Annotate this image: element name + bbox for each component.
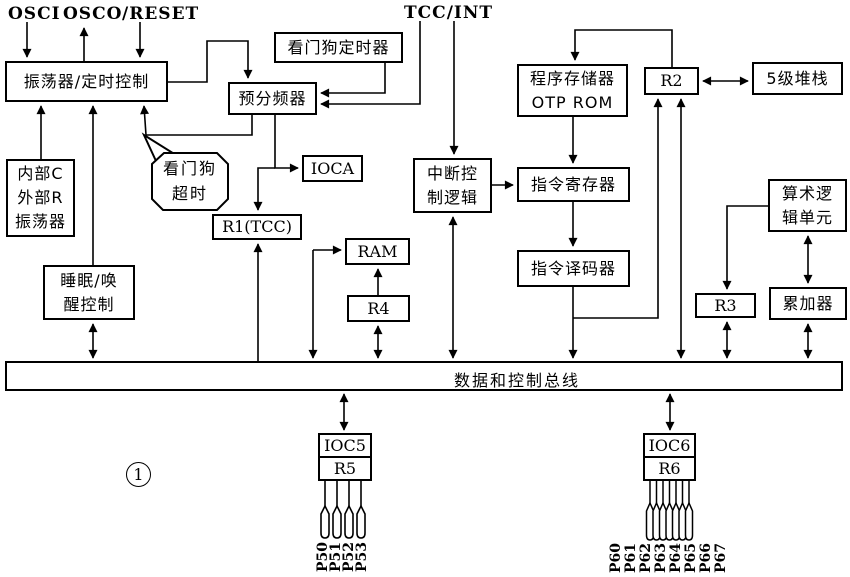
signal-osco: OSCO bbox=[63, 4, 123, 24]
block-program-memory-otp-rom: 程序存储器 OTP ROM bbox=[517, 64, 628, 117]
block-ioc6-r6: IOC6 R6 bbox=[643, 433, 696, 481]
block-instruction-register: 指令寄存器 bbox=[517, 167, 630, 202]
wire-osc-to-prescaler bbox=[168, 40, 253, 83]
data-control-bus-label: 数据和控制总线 bbox=[454, 371, 581, 390]
pin-label-p62: P62 bbox=[638, 543, 654, 574]
block-r6: R6 bbox=[645, 456, 694, 479]
block-ioc5-r5: IOC5 R5 bbox=[318, 433, 372, 481]
pin-label-p66: P66 bbox=[698, 543, 714, 574]
block-r4: R4 bbox=[347, 295, 410, 322]
block-watchdog-timer: 看门狗定时器 bbox=[274, 32, 403, 63]
ioc6-pin-body bbox=[678, 501, 687, 541]
block-accumulator: 累加器 bbox=[769, 287, 847, 320]
block-alu: 算术逻 辑单元 bbox=[768, 179, 847, 232]
block-ioca: IOCA bbox=[302, 155, 363, 182]
data-control-bus: 数据和控制总线 bbox=[5, 361, 843, 391]
block-r5: R5 bbox=[320, 456, 370, 479]
signal-osci: OSCI bbox=[8, 4, 61, 24]
block-rc-oscillator: 内部C 外部R 振荡器 bbox=[6, 159, 75, 237]
block-r1-tcc: R1(TCC) bbox=[212, 214, 302, 240]
pin-label-p53: P53 bbox=[354, 542, 370, 573]
block-oscillator-timing-control: 振荡器/定时控制 bbox=[5, 61, 168, 102]
ioc6-pin-body bbox=[665, 501, 674, 541]
ioc6-pin-body bbox=[684, 501, 694, 541]
ioc5-pin-body bbox=[320, 504, 330, 539]
ioc5-pin-body bbox=[332, 504, 342, 539]
block-interrupt-control-logic: 中断控 制逻辑 bbox=[413, 158, 492, 213]
ioc6-pin-body bbox=[658, 501, 668, 541]
block-5-level-stack: 5级堆栈 bbox=[752, 62, 843, 95]
block-instruction-decoder: 指令译码器 bbox=[517, 250, 630, 287]
pin-label-p60: P60 bbox=[608, 543, 624, 574]
wire-alu-to-r3 bbox=[722, 205, 768, 290]
ioc5-pin-body bbox=[356, 504, 366, 539]
block-r3: R3 bbox=[695, 293, 756, 318]
pin-label-p64: P64 bbox=[668, 543, 684, 574]
block-sleep-wake-control: 睡眠/唤 醒控制 bbox=[43, 265, 135, 320]
callout-watchdog-timeout: 看门狗 超时 bbox=[162, 159, 217, 203]
block-ram: RAM bbox=[345, 238, 410, 265]
wire-watchdog-to-prescaler bbox=[320, 63, 386, 98]
circled-number-note: 1 bbox=[126, 462, 151, 487]
pin-label-p61: P61 bbox=[623, 543, 639, 574]
signal-tcc-int: TCC/INT bbox=[404, 3, 494, 23]
wire-prescaler-to-ioca bbox=[274, 115, 299, 173]
ioc6-pin-body bbox=[652, 501, 661, 541]
block-prescaler: 预分频器 bbox=[228, 82, 317, 115]
signal-reset: /RESET bbox=[122, 4, 200, 24]
ioc6-pin-body bbox=[645, 501, 655, 541]
pin-label-p65: P65 bbox=[683, 543, 699, 574]
ioc5-pins bbox=[320, 480, 366, 539]
pin-label-p67: P67 bbox=[713, 543, 729, 574]
block-ioc5: IOC5 bbox=[324, 436, 366, 455]
ioc6-pins bbox=[645, 481, 694, 541]
wire-r2-to-rom bbox=[570, 29, 673, 67]
ioc5-pin-body bbox=[344, 504, 354, 539]
wire-junction-to-r1 bbox=[253, 167, 275, 211]
pin-label-p63: P63 bbox=[653, 543, 669, 574]
block-ioc6: IOC6 bbox=[648, 436, 691, 455]
block-r2: R2 bbox=[644, 67, 699, 95]
ioc6-pin-body bbox=[671, 501, 681, 541]
